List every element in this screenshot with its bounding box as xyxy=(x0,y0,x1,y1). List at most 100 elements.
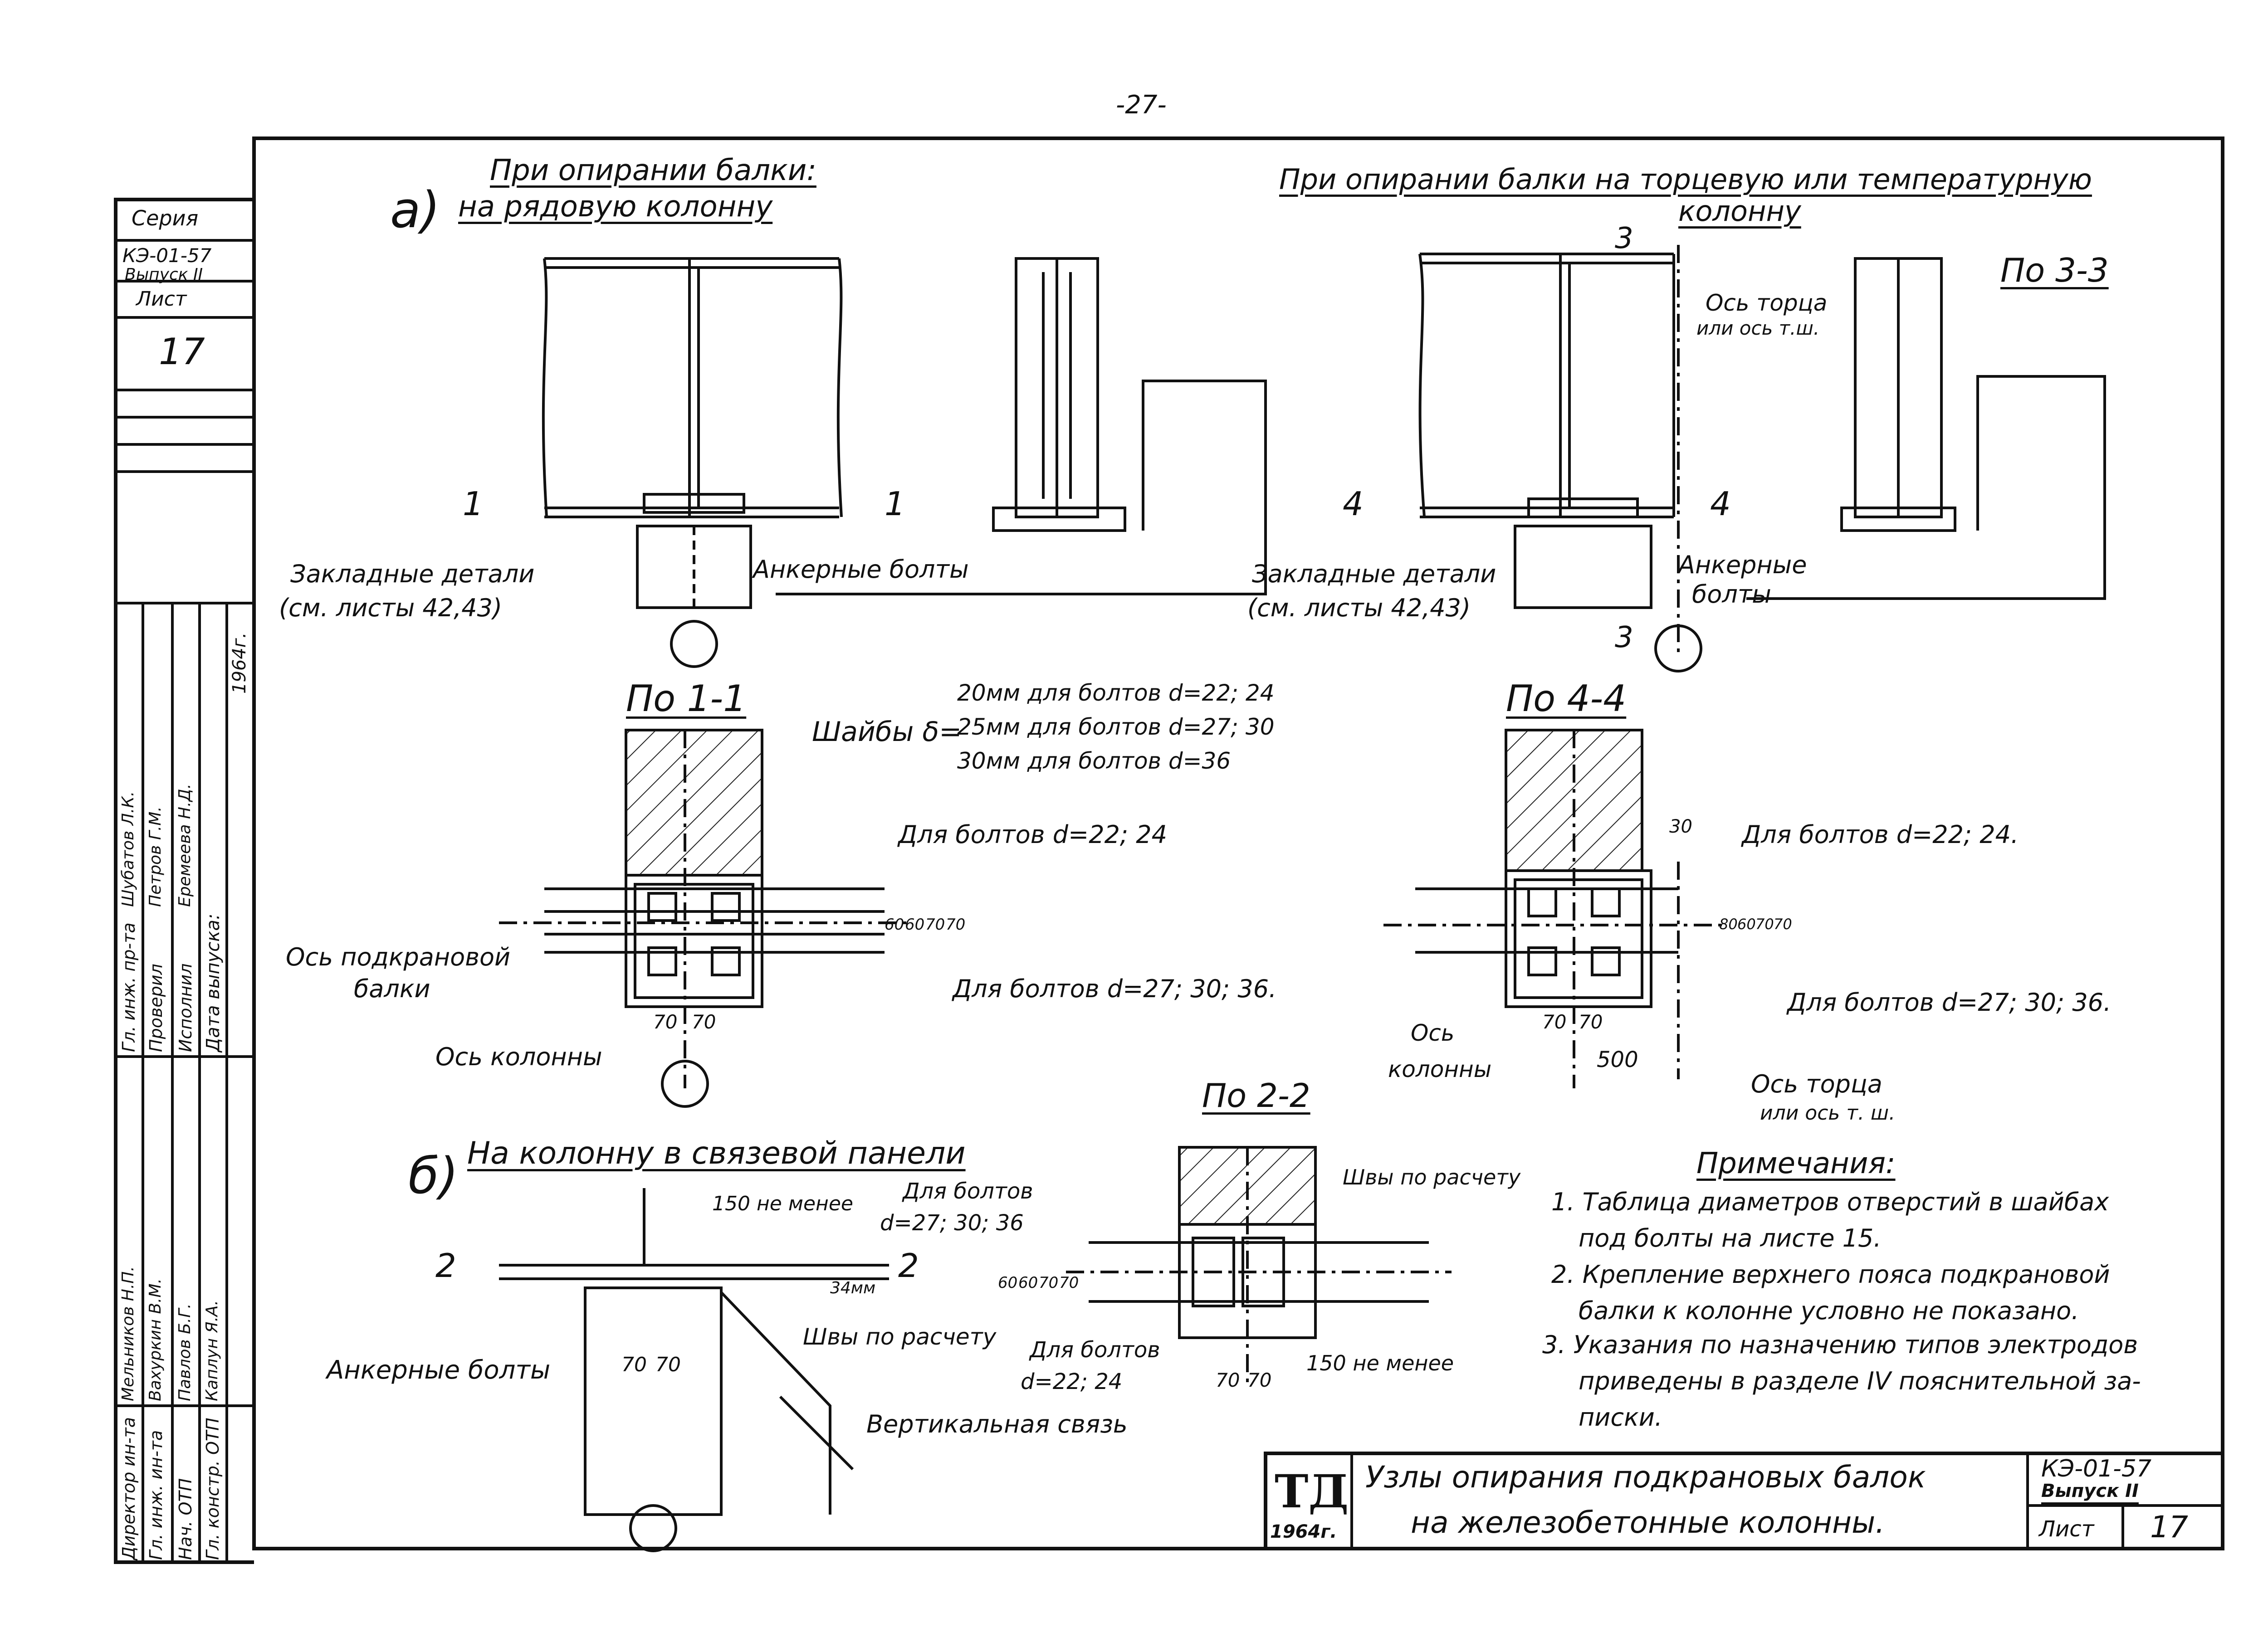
notes-heading: Примечания: xyxy=(1696,1147,1896,1180)
name-shuvatov: Шубатов Л.К. xyxy=(119,791,137,907)
title-block-sheet-number: 17 xyxy=(2150,1510,2188,1545)
section-b-min-150: 150 не менее xyxy=(712,1192,853,1215)
role-director: Директор ин-та xyxy=(119,1417,139,1560)
cut-2-2-dim-60b: 60 xyxy=(1018,1274,1038,1292)
stamp-sheet-number: 17 xyxy=(159,331,205,373)
section-end-embedded: Закладные детали xyxy=(1252,560,1496,588)
cut-2-2-dim-70b: 70 xyxy=(1059,1274,1079,1292)
main-frame xyxy=(252,136,2224,1550)
section-b-dim-34: 34мм xyxy=(830,1279,876,1297)
cut-4-4-dim-f: 70 xyxy=(1579,1011,1603,1033)
role-chief-engineer: Гл. инж. ин-та xyxy=(146,1430,166,1560)
cut-1-1-dim-b: 60 xyxy=(905,916,925,934)
cut-1-1-dim-d: 70 xyxy=(946,916,966,934)
name-melnikov: Мельников Н.П. xyxy=(119,1266,137,1401)
cut-4-4-dim-c: 70 xyxy=(1755,916,1774,933)
name-eremeeva: Еремеева Н.Д. xyxy=(176,783,194,907)
cut-4-4-dim-30: 30 xyxy=(1669,816,1692,837)
section-end-title-1: При опирании балки на торцевую или темпе… xyxy=(1279,163,2092,196)
role-head-otp: Нач. ОТП xyxy=(176,1478,196,1560)
beam-elevation-end xyxy=(1418,253,1675,518)
section-b-dim-70a: 70 xyxy=(621,1353,647,1376)
cut-2-2-welds: Швы по расчету xyxy=(1343,1165,1521,1189)
cut-2-2-min-150: 150 не менее xyxy=(1306,1351,1454,1375)
role-chief-designer: Гл. констр. ОТП xyxy=(203,1418,223,1560)
section-a-embedded: Закладные детали xyxy=(290,560,535,588)
td-logo: ТД xyxy=(1275,1465,1349,1518)
section-a-cut-right: 1 xyxy=(885,485,905,523)
cut-4-4-dim-d: 70 xyxy=(1774,916,1792,933)
section-b-title: На колонну в связевой панели xyxy=(467,1135,966,1171)
role-checked: Проверил xyxy=(146,964,166,1052)
cut-1-1-title: По 1-1 xyxy=(626,677,747,720)
stamp-series-code: КЭ-01-57 xyxy=(122,244,212,267)
section-b-anchor-bolts: Анкерные болты xyxy=(327,1355,551,1385)
end-axis-1: Ось торца xyxy=(1706,290,1828,316)
section-end-embedded-ref: (см. листы 42,43) xyxy=(1247,594,1471,622)
stamp-series-label: Серия xyxy=(132,206,199,230)
note-line-5: 3. Указания по назначению типов электрод… xyxy=(1542,1330,2138,1359)
name-kaplun: Каплун Я.А. xyxy=(203,1300,221,1401)
cut-2-2-dim-70d: 70 xyxy=(1247,1369,1272,1391)
section-b-bolts-2: d=27; 30; 36 xyxy=(880,1210,1024,1236)
cut-4-4-dim-b: 60 xyxy=(1737,916,1756,933)
cut-4-4-column-axis-1: Ось xyxy=(1411,1020,1455,1046)
section-b-welds: Швы по расчету xyxy=(803,1324,997,1350)
title-block-code: КЭ-01-57 xyxy=(2041,1455,2152,1482)
role-executed: Исполнил xyxy=(176,963,196,1052)
beam-axis-2: балки xyxy=(354,975,430,1003)
note-line-3: 2. Крепление верхнего пояса подкрановой xyxy=(1551,1260,2110,1289)
section-a-title-2: на рядовую колонну xyxy=(458,190,773,224)
column-axis-1-1: Ось колонны xyxy=(435,1043,602,1071)
page-number: -27- xyxy=(1116,90,1167,120)
note-line-2: под болты на листе 15. xyxy=(1579,1224,1882,1252)
washer-3: 30мм для болтов d=36 xyxy=(957,748,1231,774)
cut-1-1-dim-c: 70 xyxy=(925,916,945,934)
cut-1-1-bolts-small: Для болтов d=22; 24 xyxy=(898,820,1167,849)
section-a-cut-left: 1 xyxy=(463,485,484,523)
cut-4-4-dim-a: 80 xyxy=(1719,916,1738,933)
cut-4-4-end-axis-2: или ось т. ш. xyxy=(1760,1101,1896,1125)
section-3-top: 3 xyxy=(1615,222,1633,255)
section-b-cut-right: 2 xyxy=(898,1247,919,1285)
name-vakhurkin: Вахуркин В.М. xyxy=(146,1278,165,1401)
section-a-anchor-bolts: Анкерные болты xyxy=(753,555,969,584)
role-project-engineer: Гл. инж. пр-та xyxy=(119,922,139,1052)
note-line-1: 1. Таблица диаметров отверстий в шайбах xyxy=(1551,1188,2109,1216)
cut-1-1-dim-e: 70 xyxy=(653,1011,678,1033)
section-b-dim-70b: 70 xyxy=(655,1353,681,1376)
cut-1-1-dim-a: 60 xyxy=(885,916,904,934)
note-line-6: приведены в разделе IV пояснительной за- xyxy=(1579,1367,2141,1395)
section-end-cut-left: 4 xyxy=(1343,485,1364,523)
title-line-2: на железобетонные колонны. xyxy=(1411,1505,1885,1540)
cut-2-2-bolts-1: Для болтов xyxy=(1030,1337,1160,1363)
stamp-issue: Выпуск II xyxy=(125,265,203,284)
title-block-frame xyxy=(1264,1452,2224,1550)
note-line-4: балки к колонне условно не показано. xyxy=(1579,1296,2079,1325)
stamp-frame xyxy=(114,198,254,1564)
column-section-1-1 xyxy=(625,729,763,877)
title-block-sheet-label: Лист xyxy=(2039,1516,2094,1542)
section-end-cut-right: 4 xyxy=(1710,485,1731,523)
washer-1: 20мм для болтов d=22; 24 xyxy=(957,680,1275,706)
stamp-sheet-label: Лист xyxy=(136,287,187,311)
section-end-anchor-1: Анкерные xyxy=(1678,551,1807,579)
name-pavlov: Павлов Б.Г. xyxy=(176,1303,194,1401)
section-a-embedded-ref: (см. листы 42,43) xyxy=(279,594,503,622)
cut-3-3-title: По 3-3 xyxy=(2000,251,2109,289)
section-a-marker: а) xyxy=(390,181,440,239)
cut-1-1-bolts-large: Для болтов d=27; 30; 36. xyxy=(953,975,1277,1003)
role-issue-date: Дата выпуска: xyxy=(203,913,224,1052)
section-3-bottom: 3 xyxy=(1615,621,1633,654)
cut-4-4-end-axis-1: Ось торца xyxy=(1751,1070,1882,1098)
cut-2-2-dim-60a: 60 xyxy=(998,1274,1018,1292)
section-b-bolts-1: Для болтов xyxy=(903,1179,1033,1204)
cut-2-2-dim-70a: 70 xyxy=(1039,1274,1059,1292)
cut-2-2-title: По 2-2 xyxy=(1202,1077,1310,1115)
washer-2: 25мм для болтов d=27; 30 xyxy=(957,714,1275,740)
section-a-title-1: При опирании балки: xyxy=(490,154,816,187)
section-b-cut-left: 2 xyxy=(435,1247,456,1285)
vertical-brace xyxy=(720,1291,854,1515)
